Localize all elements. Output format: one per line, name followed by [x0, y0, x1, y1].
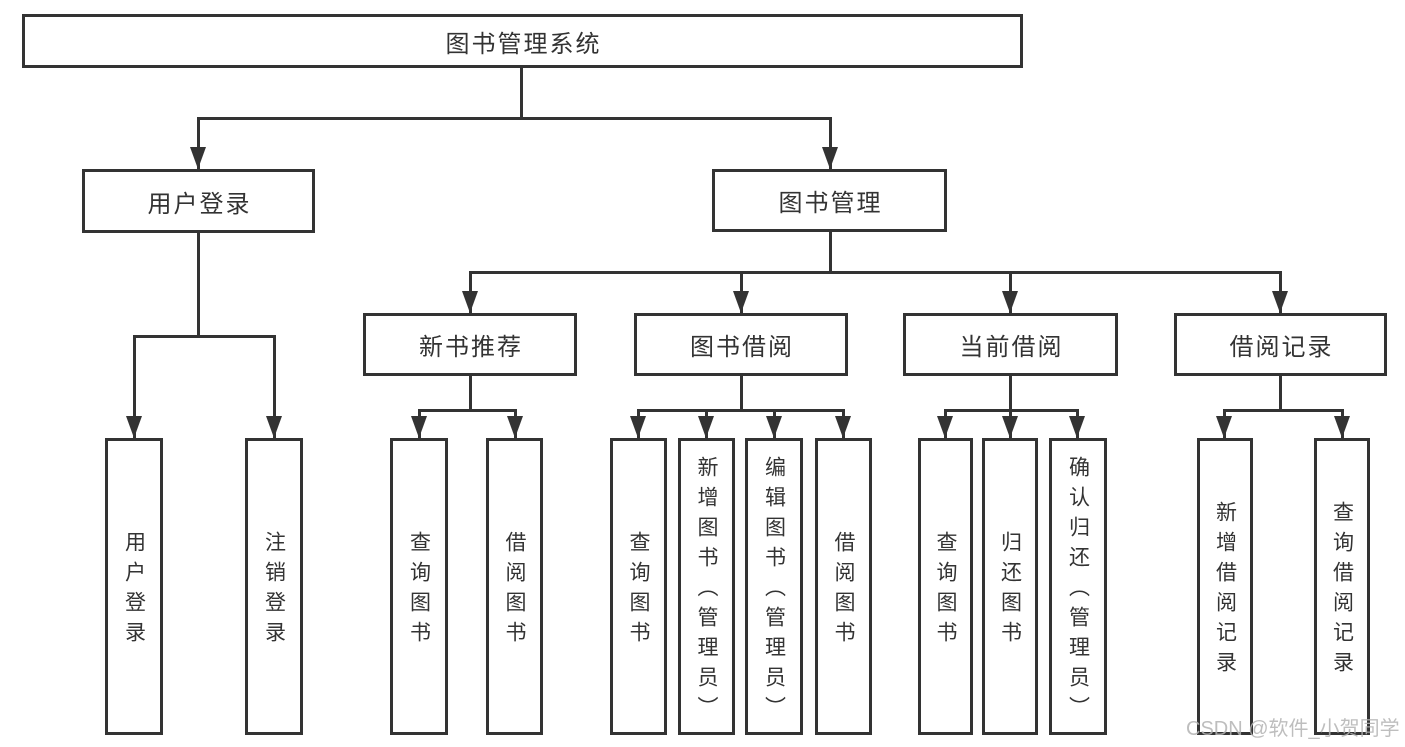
arrow-down-icon [1334, 416, 1350, 438]
arrow-down-icon [1002, 291, 1018, 313]
node-leaf-logout: 注销登录 [245, 438, 303, 735]
node-label: 借阅记录 [1229, 334, 1334, 361]
node-label: 归还图书 [998, 530, 1022, 651]
connector-line-horizontal [468, 270, 1282, 274]
node-current-borrowing: 当前借阅 [903, 313, 1118, 376]
arrow-down-icon [411, 416, 427, 438]
node-label: 注销登录 [262, 530, 286, 651]
node-leaf-query-books-3: 查询图书 [918, 438, 973, 735]
node-label: 查询图书 [407, 530, 431, 651]
arrow-down-icon [266, 416, 282, 438]
node-label: 查询借阅记录 [1330, 500, 1354, 681]
arrow-down-icon [937, 416, 953, 438]
arrow-down-icon [835, 416, 851, 438]
arrow-down-icon [733, 291, 749, 313]
node-leaf-add-borrow-record: 新增借阅记录 [1197, 438, 1253, 735]
connector-line-vertical [519, 68, 523, 120]
node-label: 新增图书（管理员） [695, 455, 718, 726]
node-label: 查询图书 [627, 530, 650, 651]
node-label: 新增借阅记录 [1213, 500, 1237, 681]
node-leaf-query-books-2: 查询图书 [610, 438, 667, 735]
arrow-down-icon [462, 291, 478, 313]
arrow-down-icon [1002, 416, 1018, 438]
connector-line-horizontal [1222, 408, 1344, 412]
arrow-down-icon [630, 416, 646, 438]
connector-line-vertical [739, 376, 743, 412]
node-label: 当前借阅 [959, 334, 1064, 361]
node-label: 新书推荐 [419, 334, 523, 361]
node-leaf-query-books-1: 查询图书 [390, 438, 448, 735]
node-label: 图书管理系统 [445, 30, 602, 58]
arrow-down-icon [1216, 416, 1232, 438]
node-label: 用户登录 [147, 190, 252, 218]
connector-line-vertical [196, 118, 200, 169]
node-leaf-borrow-books-2: 借阅图书 [815, 438, 872, 735]
connector-line-horizontal [196, 116, 832, 120]
connector-line-vertical [828, 232, 832, 274]
arrow-down-icon [126, 416, 142, 438]
node-leaf-borrow-books-1: 借阅图书 [486, 438, 543, 735]
connector-line-vertical [272, 336, 276, 438]
connector-line-vertical [1008, 376, 1012, 412]
node-label: 借阅图书 [832, 530, 855, 651]
node-label: 用户登录 [122, 530, 146, 651]
node-user-login-module: 用户登录 [82, 169, 315, 233]
connector-line-vertical [1278, 376, 1282, 412]
node-leaf-edit-books-admin: 编辑图书（管理员） [745, 438, 803, 735]
node-label: 确认归还（管理员） [1066, 455, 1090, 726]
node-borrowing-records: 借阅记录 [1174, 313, 1387, 376]
arrow-down-icon [822, 147, 838, 169]
node-label: 图书借阅 [690, 334, 794, 361]
connector-line-horizontal [636, 408, 845, 412]
node-leaf-add-books-admin: 新增图书（管理员） [678, 438, 735, 735]
connector-line-vertical [468, 376, 472, 412]
connector-line-vertical [828, 118, 832, 169]
arrow-down-icon [507, 416, 523, 438]
node-system-root: 图书管理系统 [22, 14, 1023, 68]
csdn-watermark: CSDN @软件_小贺同学 [1186, 718, 1400, 740]
node-leaf-confirm-return-admin: 确认归还（管理员） [1049, 438, 1107, 735]
arrow-down-icon [1069, 416, 1085, 438]
node-label: 查询图书 [934, 530, 957, 651]
connector-line-vertical [132, 336, 136, 438]
connector-line-horizontal [132, 334, 276, 338]
node-book-management-module: 图书管理 [712, 169, 947, 232]
arrow-down-icon [190, 147, 206, 169]
node-leaf-return-books: 归还图书 [982, 438, 1038, 735]
arrow-down-icon [1272, 291, 1288, 313]
connector-line-vertical [196, 233, 200, 338]
arrow-down-icon [766, 416, 782, 438]
arrow-down-icon [698, 416, 714, 438]
connector-line-horizontal [417, 408, 517, 412]
node-leaf-query-borrow-record: 查询借阅记录 [1314, 438, 1370, 735]
node-label: 借阅图书 [503, 530, 526, 651]
node-label: 编辑图书（管理员） [762, 455, 786, 726]
node-new-book-recommend: 新书推荐 [363, 313, 577, 376]
node-leaf-user-login: 用户登录 [105, 438, 163, 735]
node-label: 图书管理 [778, 190, 883, 217]
node-book-borrowing: 图书借阅 [634, 313, 848, 376]
